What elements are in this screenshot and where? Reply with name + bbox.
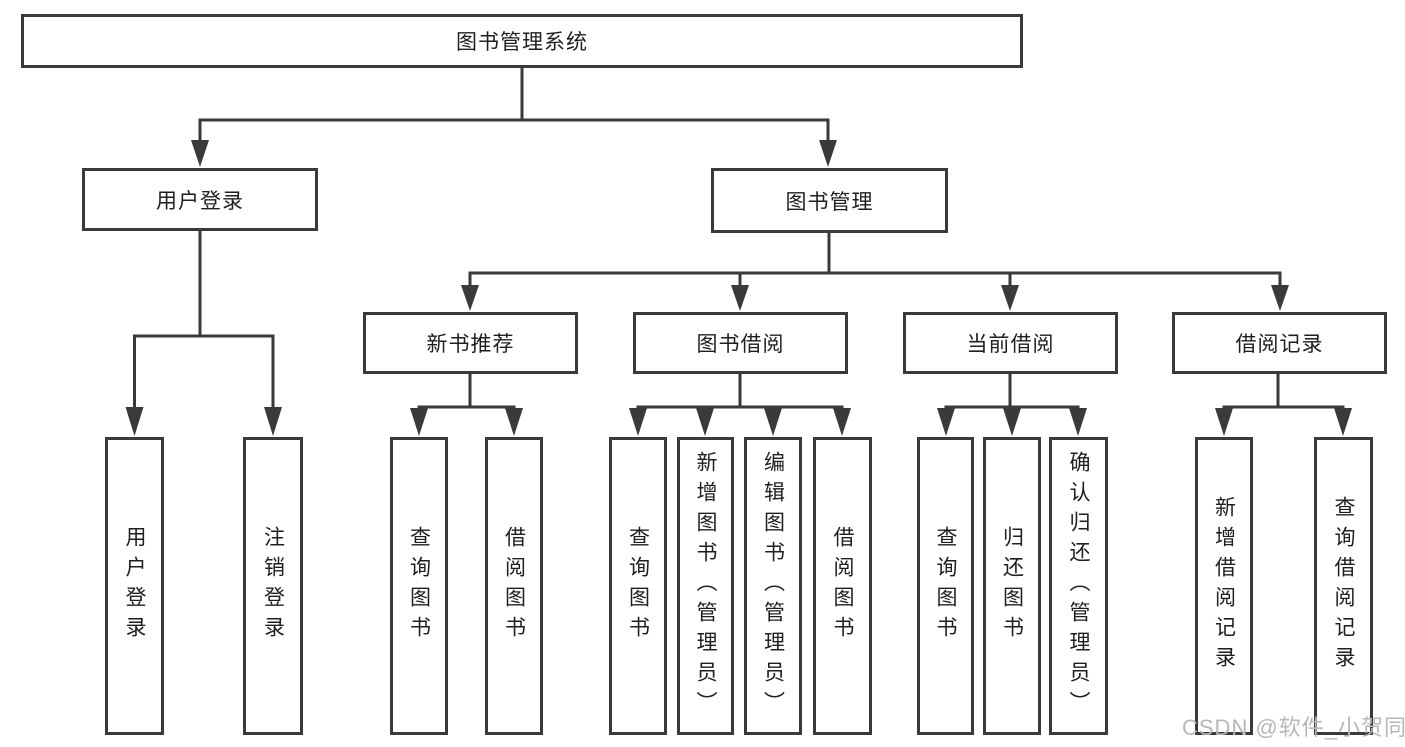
connector-user-login-children (125, 228, 282, 436)
node-user-login-label: 用户登录 (156, 189, 244, 213)
node-book-borrow-label: 图书借阅 (696, 333, 785, 356)
node-root-label: 图书管理系统 (456, 31, 588, 54)
leaf-return-book-label: 归还图书 (1000, 526, 1024, 646)
node-borrow-records: 借阅记录 (1172, 312, 1387, 374)
leaf-query-books-recommend-label: 查询图书 (407, 526, 431, 646)
leaf-confirm-return-admin-label: 确认归还（管理员） (1067, 451, 1090, 721)
connector-new-book-recommend-children (410, 371, 523, 436)
node-new-book-recommend-label: 新书推荐 (426, 333, 515, 356)
node-current-borrow-label: 当前借阅 (966, 333, 1055, 356)
leaf-user-login-label: 用户登录 (123, 526, 146, 646)
leaf-user-login: 用户登录 (105, 437, 164, 735)
leaf-edit-book-admin-label: 编辑图书（管理员） (761, 451, 785, 721)
node-new-book-recommend: 新书推荐 (363, 312, 578, 374)
connector-book-borrow-children (629, 371, 851, 436)
leaf-query-books-recommend: 查询图书 (390, 437, 448, 735)
leaf-logout: 注销登录 (243, 437, 303, 735)
node-book-borrow: 图书借阅 (633, 312, 848, 374)
leaf-query-books-current-label: 查询图书 (934, 526, 957, 646)
leaf-confirm-return-admin: 确认归还（管理员） (1049, 437, 1108, 735)
leaf-query-books-borrow-label: 查询图书 (626, 526, 650, 646)
leaf-query-books-current: 查询图书 (917, 437, 974, 735)
leaf-borrow-books-recommend-label: 借阅图书 (502, 526, 526, 646)
leaf-query-borrow-record-label: 查询借阅记录 (1332, 496, 1355, 676)
leaf-add-borrow-record-label: 新增借阅记录 (1212, 496, 1236, 676)
connector-borrow-records-children (1215, 371, 1352, 436)
node-user-login: 用户登录 (82, 168, 318, 231)
connector-root-to-level2 (191, 66, 837, 167)
leaf-logout-label: 注销登录 (261, 526, 285, 646)
leaf-query-borrow-record: 查询借阅记录 (1314, 437, 1373, 735)
connector-current-borrow-children (937, 371, 1087, 436)
node-borrow-records-label: 借阅记录 (1235, 333, 1324, 356)
leaf-add-borrow-record: 新增借阅记录 (1195, 437, 1253, 735)
leaf-borrow-books-recommend: 借阅图书 (485, 437, 543, 735)
leaf-add-book-admin: 新增图书（管理员） (677, 437, 734, 735)
leaf-borrow-books: 借阅图书 (813, 437, 872, 735)
node-root: 图书管理系统 (21, 14, 1023, 68)
leaf-query-books-borrow: 查询图书 (609, 437, 667, 735)
leaf-return-book: 归还图书 (983, 437, 1041, 735)
connector-book-management-children (461, 230, 1289, 311)
node-book-management-label: 图书管理 (785, 190, 874, 214)
leaf-borrow-books-label: 借阅图书 (831, 526, 854, 646)
leaf-edit-book-admin: 编辑图书（管理员） (744, 437, 802, 735)
node-current-borrow: 当前借阅 (903, 312, 1118, 374)
node-book-management: 图书管理 (711, 168, 948, 233)
csdn-watermark: CSDN @软件_小贺同学 (1182, 715, 1405, 740)
leaf-add-book-admin-label: 新增图书（管理员） (694, 451, 717, 721)
